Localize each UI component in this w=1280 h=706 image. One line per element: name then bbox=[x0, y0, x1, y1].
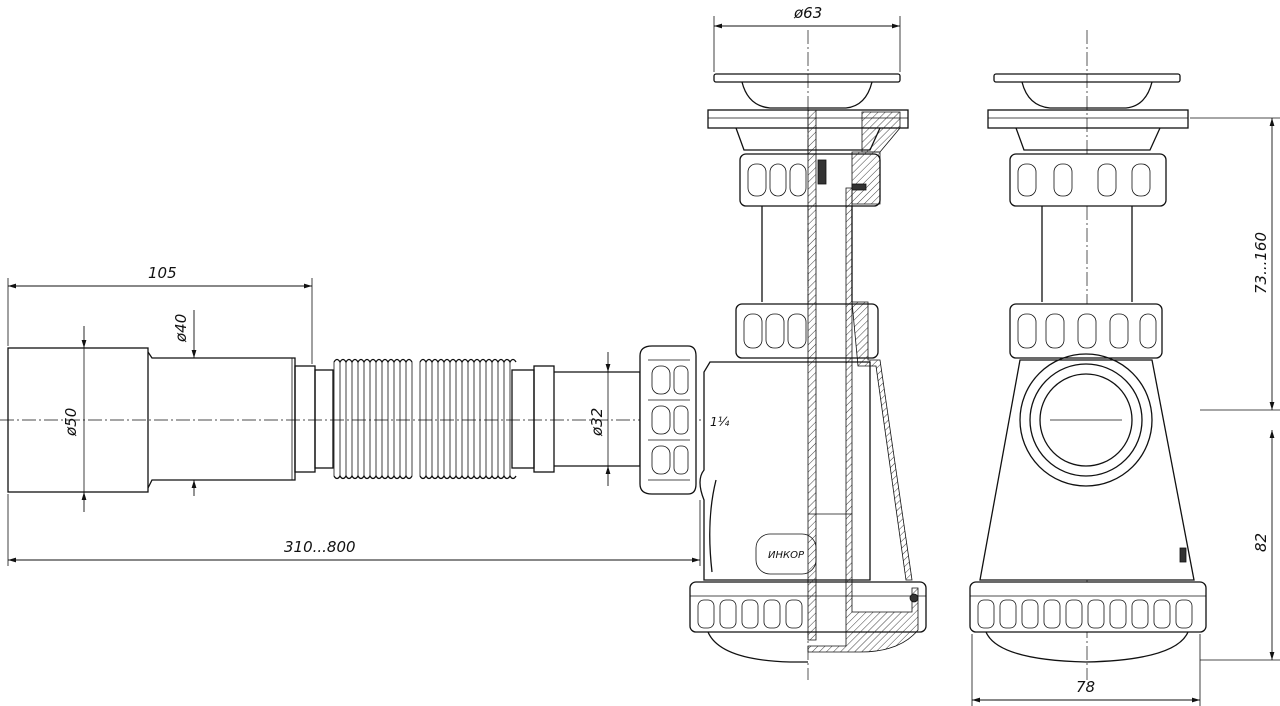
dimension-width: 78 bbox=[971, 634, 1201, 706]
side-union-nut bbox=[639, 345, 697, 495]
dimension-hose-length: 310...800 bbox=[7, 494, 701, 566]
label-pipe-diameter-40: ø40 bbox=[172, 314, 190, 343]
label-hose-length: 310...800 bbox=[284, 538, 356, 556]
label-grate-diameter: ø63 bbox=[793, 4, 822, 22]
dimension-pipe-diameter-50: ø50 bbox=[62, 326, 87, 512]
label-bottom-height: 82 bbox=[1252, 533, 1270, 552]
hose-coupling bbox=[511, 365, 641, 473]
siphon-front-view: ИНКОР 1¼ bbox=[689, 73, 927, 663]
thread-label: 1¼ bbox=[710, 415, 730, 429]
siphon-side-view bbox=[969, 73, 1207, 663]
dimension-bottom-height: 82 bbox=[1200, 430, 1280, 661]
dimension-pipe-diameter-40: ø40 bbox=[172, 310, 197, 496]
label-pipe-diameter-32: ø32 bbox=[588, 408, 606, 437]
label-height-range: 73...160 bbox=[1252, 232, 1270, 294]
label-outlet-length: 105 bbox=[148, 264, 177, 282]
brand-mark: ИНКОР bbox=[768, 550, 805, 561]
dimension-pipe-diameter-32: ø32 bbox=[568, 352, 612, 486]
label-width: 78 bbox=[1076, 678, 1095, 696]
label-pipe-diameter-50: ø50 bbox=[62, 408, 80, 437]
corrugated-hose bbox=[333, 358, 517, 480]
dimension-outlet-length: 105 bbox=[7, 264, 313, 364]
outlet-pipe bbox=[7, 347, 334, 493]
dimension-grate-diameter: ø63 bbox=[713, 4, 901, 72]
dimension-height-range: 73...160 bbox=[1190, 117, 1280, 411]
